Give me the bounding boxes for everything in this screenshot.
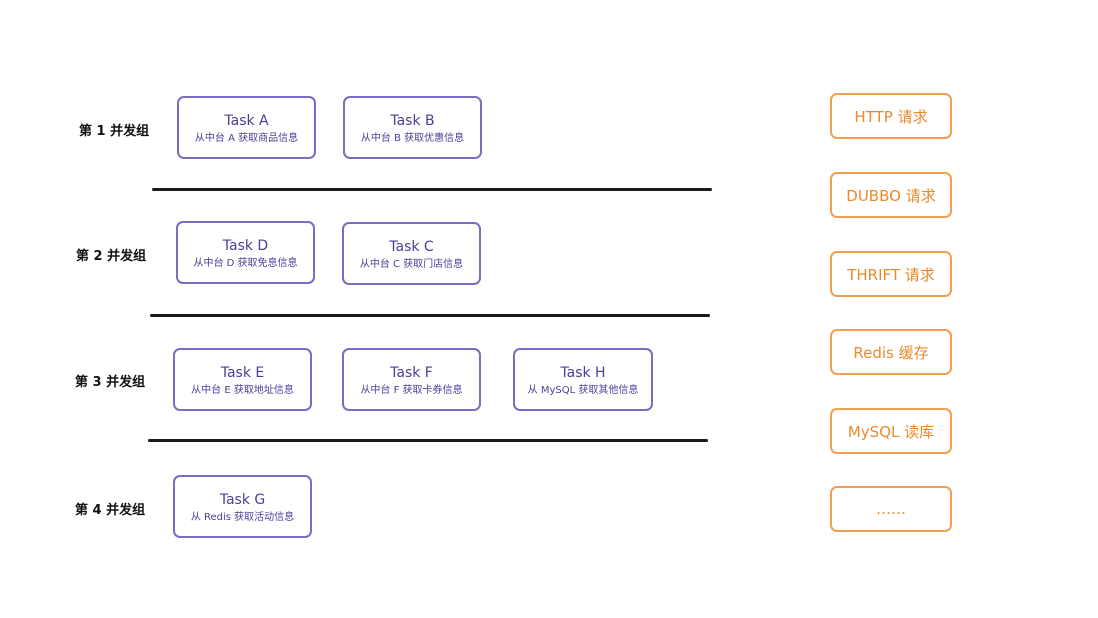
task-f-title: Task F (390, 365, 433, 381)
task-d-desc: 从中台 D 获取免息信息 (193, 258, 298, 269)
task-f-box: Task F 从中台 F 获取卡券信息 (342, 348, 481, 411)
task-e-box: Task E 从中台 E 获取地址信息 (173, 348, 312, 411)
task-c-title: Task C (389, 239, 434, 255)
task-a-desc: 从中台 A 获取商品信息 (194, 133, 299, 144)
task-h-box: Task H 从 MySQL 获取其他信息 (513, 348, 653, 411)
legend-dubbo-request: DUBBO 请求 (830, 172, 952, 218)
task-g-desc: 从 Redis 获取活动信息 (190, 512, 295, 523)
legend-thrift-request: THRIFT 请求 (830, 251, 952, 297)
legend-ellipsis: …… (830, 486, 952, 532)
task-a-box: Task A 从中台 A 获取商品信息 (177, 96, 316, 159)
task-b-box: Task B 从中台 B 获取优惠信息 (343, 96, 482, 159)
task-g-title: Task G (219, 492, 266, 508)
divider-3 (148, 439, 708, 442)
group-3-label: 第 3 并发组 (75, 375, 146, 390)
task-f-desc: 从中台 F 获取卡券信息 (360, 385, 463, 396)
task-a-title: Task A (224, 113, 269, 129)
task-g-box: Task G 从 Redis 获取活动信息 (173, 475, 312, 538)
legend-redis-cache: Redis 缓存 (830, 329, 952, 375)
task-d-box: Task D 从中台 D 获取免息信息 (176, 221, 315, 284)
group-2-label: 第 2 并发组 (76, 249, 147, 264)
group-4-label: 第 4 并发组 (75, 503, 146, 518)
task-h-desc: 从 MySQL 获取其他信息 (527, 385, 639, 396)
group-1-label: 第 1 并发组 (79, 124, 150, 139)
legend-http-request: HTTP 请求 (830, 93, 952, 139)
divider-1 (152, 188, 712, 191)
legend-mysql-read: MySQL 读库 (830, 408, 952, 454)
task-c-box: Task C 从中台 C 获取门店信息 (342, 222, 481, 285)
task-d-title: Task D (222, 238, 269, 254)
task-e-title: Task E (220, 365, 265, 381)
task-c-desc: 从中台 C 获取门店信息 (359, 259, 464, 270)
task-e-desc: 从中台 E 获取地址信息 (191, 385, 294, 396)
task-b-title: Task B (390, 113, 435, 129)
task-h-title: Task H (560, 365, 606, 381)
task-b-desc: 从中台 B 获取优惠信息 (360, 133, 465, 144)
divider-2 (150, 314, 710, 317)
